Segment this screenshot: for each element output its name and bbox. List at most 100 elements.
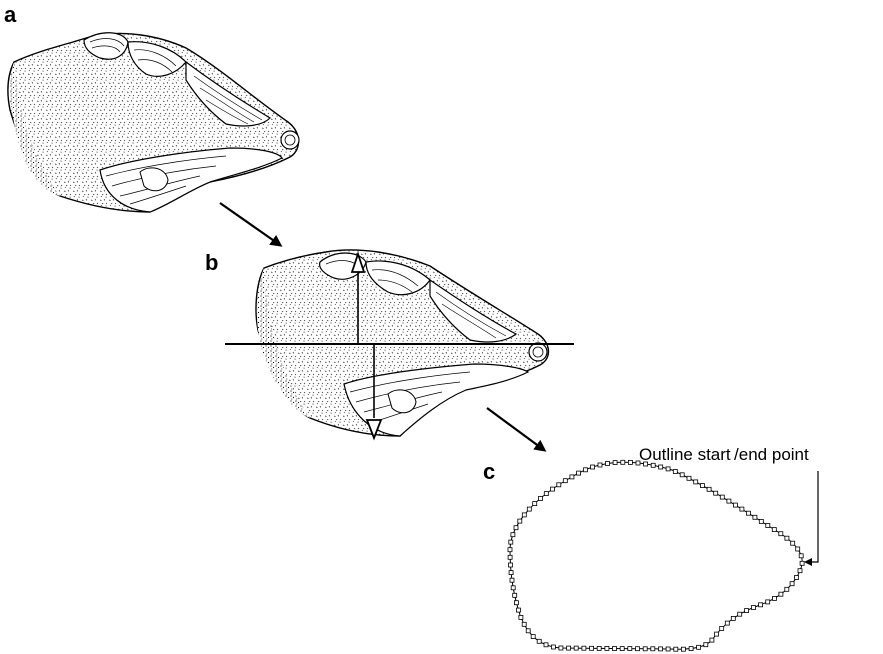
outline-point	[519, 615, 523, 619]
outline-point	[659, 465, 663, 469]
outline-point	[628, 647, 632, 651]
outline-point	[584, 468, 588, 472]
outline-point	[517, 608, 521, 612]
outline-point	[766, 600, 770, 604]
flake-drawing-b	[256, 250, 549, 436]
panel-label-a: a	[4, 2, 17, 27]
outline-point	[707, 487, 711, 491]
outline-point	[522, 513, 526, 517]
outline-point	[643, 647, 647, 651]
outline-point	[636, 647, 640, 651]
outline-point	[745, 609, 749, 613]
outline-point	[701, 484, 705, 488]
outline-point	[511, 586, 515, 590]
arrow-b-to-c	[487, 408, 544, 450]
outline-point	[773, 596, 777, 600]
outline-point	[613, 461, 617, 465]
outline-point	[697, 645, 701, 649]
outline-point	[673, 470, 677, 474]
outline-point	[689, 647, 693, 651]
outline-point	[731, 616, 735, 620]
outline-point	[582, 646, 586, 650]
outline-start-end-label: Outline start /end point	[639, 445, 809, 464]
outline-point	[746, 511, 750, 515]
outline-point	[791, 541, 795, 545]
outline-point	[772, 528, 776, 532]
outline-point	[666, 467, 670, 471]
outline-point	[591, 465, 595, 469]
outline-point	[577, 471, 581, 475]
outline-point	[798, 569, 802, 573]
panel-label-b: b	[205, 250, 218, 275]
outline-point	[759, 603, 763, 607]
outline-point	[694, 480, 698, 484]
outline-point	[779, 592, 783, 596]
outline-point	[514, 526, 518, 530]
annotation-leader-arrowhead	[804, 558, 812, 566]
outline-point	[606, 462, 610, 466]
outline-point	[799, 554, 803, 558]
outline-point	[511, 533, 515, 537]
outline-point	[605, 646, 609, 650]
outline-point	[557, 483, 561, 487]
outline-point	[526, 629, 530, 633]
outline-point	[680, 473, 684, 477]
outline-point	[563, 479, 567, 483]
outline-point	[800, 561, 804, 565]
outline-point	[759, 519, 763, 523]
outline-point	[538, 497, 542, 501]
outline-point	[740, 507, 744, 511]
outline-point	[527, 507, 531, 511]
outline-point	[531, 635, 535, 639]
outline-point	[551, 487, 555, 491]
outline-point	[738, 612, 742, 616]
outline-point	[796, 547, 800, 551]
outline-point	[518, 519, 522, 523]
outline-point	[720, 626, 724, 630]
outline-point	[513, 593, 517, 597]
outline-point	[727, 499, 731, 503]
outline-point	[510, 578, 514, 582]
outline-point	[674, 647, 678, 651]
outline-point	[628, 460, 632, 464]
outline-landmark-points	[508, 460, 804, 651]
outline-point	[733, 503, 737, 507]
arrow-a-to-b	[220, 203, 280, 245]
outline-point	[651, 647, 655, 651]
outline-point	[509, 540, 513, 544]
outline-point	[514, 601, 518, 605]
outline-point	[720, 495, 724, 499]
flake-drawing-a	[8, 33, 299, 212]
outline-point	[666, 647, 670, 651]
platform-a	[281, 131, 299, 149]
outline-point	[590, 646, 594, 650]
panel-label-c: c	[483, 459, 495, 484]
outline-point	[710, 638, 714, 642]
outline-point	[544, 643, 548, 647]
outline-point	[785, 587, 789, 591]
outline-point	[714, 491, 718, 495]
outline-point	[621, 460, 625, 464]
outline-point	[551, 645, 555, 649]
annotation-leader-line	[811, 471, 818, 562]
outline-point	[687, 476, 691, 480]
outline-point	[715, 632, 719, 636]
outline-point	[613, 647, 617, 651]
outline-point	[522, 622, 526, 626]
outline-point	[574, 646, 578, 650]
outline-point	[659, 647, 663, 651]
outline-point	[752, 606, 756, 610]
outline-point	[785, 536, 789, 540]
outline-point	[620, 647, 624, 651]
outline-point	[570, 475, 574, 479]
outline-point	[704, 643, 708, 647]
outline-point	[790, 582, 794, 586]
outline-point	[508, 555, 512, 559]
outline-point	[779, 532, 783, 536]
outline-point	[597, 646, 601, 650]
outline-point	[681, 647, 685, 651]
outline-point	[509, 563, 513, 567]
outline-point	[725, 621, 729, 625]
outline-point	[567, 646, 571, 650]
